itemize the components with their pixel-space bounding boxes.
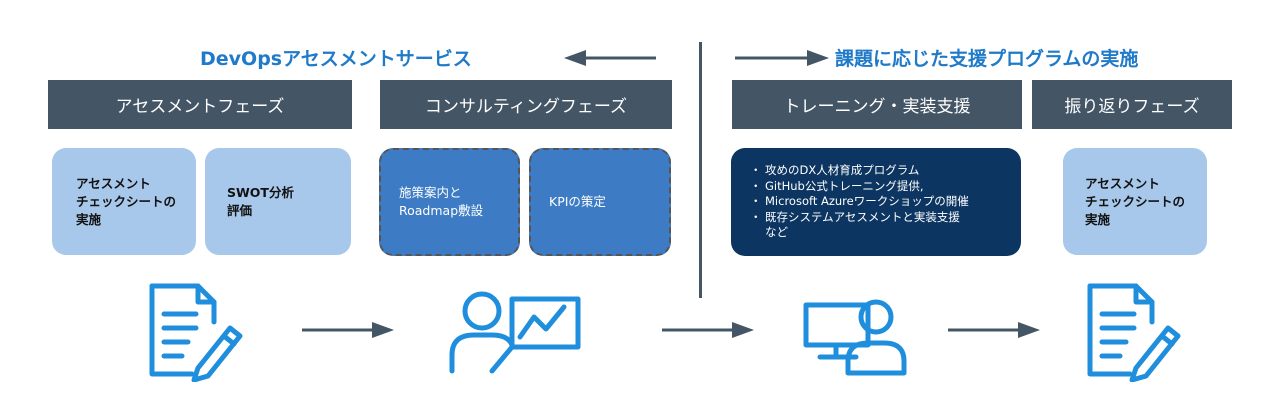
kpi-text: KPIの策定 [549, 194, 606, 209]
phase-training: トレーニング・実装支援 [732, 80, 1022, 129]
assessment-checksheet-text: アセスメント チェックシートの 実施 [76, 175, 177, 227]
review-checksheet-card: アセスメント チェックシートの 実施 [1063, 148, 1207, 255]
section-divider [699, 42, 702, 298]
right-section-title: 課題に応じた支援プログラムの実施 [835, 48, 1139, 70]
left-arrow-icon [564, 50, 656, 66]
phase-review: 振り返りフェーズ [1032, 80, 1232, 129]
left-section-title: DevOpsアセスメントサービス [200, 48, 472, 70]
training-item: 攻めのDX人材育成プログラム [750, 163, 969, 179]
training-card: 攻めのDX人材育成プログラム GitHub公式トレーニング提供, Microso… [731, 148, 1021, 256]
swot-card: SWOT分析 評価 [205, 148, 351, 255]
flow-arrow-1-icon [302, 322, 394, 338]
presenter-chart-icon [449, 291, 581, 374]
assessment-checksheet-card: アセスメント チェックシートの 実施 [52, 148, 196, 255]
flow-arrow-3-icon [948, 322, 1040, 338]
swot-text: SWOT分析 評価 [227, 184, 294, 218]
phase-assessment: アセスメントフェーズ [48, 80, 352, 129]
review-checksheet-text: アセスメント チェックシートの 実施 [1085, 175, 1186, 227]
roadmap-text: 施策案内と Roadmap敷設 [399, 185, 484, 218]
training-item: 既存システムアセスメントと実装支援 など [750, 210, 969, 241]
training-item: Microsoft Azureワークショップの開催 [750, 194, 969, 210]
flow-arrow-2-icon [662, 322, 754, 338]
roadmap-card: 施策案内と Roadmap敷設 [379, 148, 520, 256]
document-pencil-icon [1087, 283, 1181, 382]
training-list: 攻めのDX人材育成プログラム GitHub公式トレーニング提供, Microso… [750, 163, 969, 241]
training-item: GitHub公式トレーニング提供, [750, 179, 969, 195]
computer-user-icon [803, 299, 907, 376]
kpi-card: KPIの策定 [529, 148, 671, 256]
phase-consulting: コンサルティングフェーズ [380, 80, 672, 129]
right-arrow-icon [735, 50, 829, 66]
document-pencil-icon [149, 283, 243, 382]
